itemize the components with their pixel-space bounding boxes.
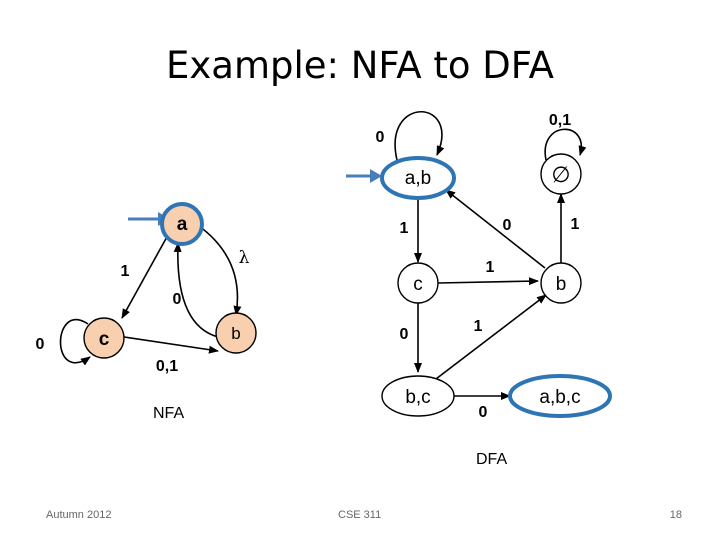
dfa-edge-b-to-ab [445, 189, 546, 269]
dfa-state-abc [508, 374, 612, 418]
dfa-diagram: a,b ∅ c b b,c a,b,c 0 0,1 1 0 1 1 0 1 0 [346, 111, 612, 421]
nfa-label-a-to-c: 1 [121, 263, 130, 280]
dfa-label-bc-to-abc: 0 [479, 404, 488, 421]
dfa-label-c-to-bc: 0 [400, 326, 409, 343]
dfa-label-empty-loop: 0,1 [549, 112, 571, 129]
footer-date: Autumn 2012 [46, 509, 112, 521]
dfa-state-ab [380, 156, 456, 200]
nfa-edge-b-to-a [173, 242, 219, 338]
nfa-edge-a-to-b [198, 225, 242, 316]
dfa-start-arrowhead [370, 169, 382, 183]
nfa-edge-a-to-c [121, 234, 169, 319]
nfa-label-c-loop: 0 [36, 336, 45, 353]
nfa-state-b [215, 312, 257, 354]
nfa-label-a-to-b: λ [239, 248, 250, 268]
nfa-state-a [160, 202, 204, 246]
nfa-caption: NFA [153, 405, 185, 422]
dfa-state-b [540, 262, 582, 304]
nfa-state-a-label: a [177, 214, 188, 235]
slide-title: Example: NFA to DFA [166, 44, 554, 87]
dfa-state-c [397, 262, 439, 304]
footer-course: CSE 311 [338, 509, 382, 521]
dfa-caption: DFA [476, 451, 508, 468]
dfa-label-b-to-ab: 0 [503, 217, 512, 234]
nfa-state-b-label: b [231, 324, 240, 343]
nfa-state-c-label: c [99, 329, 110, 350]
dfa-label-ab-to-c: 1 [400, 220, 409, 237]
dfa-edge-bc-to-b [431, 294, 547, 383]
dfa-edge-ab-loop [394, 111, 445, 161]
nfa-label-b-to-a: 0 [173, 291, 182, 308]
dfa-state-b-label: b [556, 274, 567, 295]
dfa-state-abc-label: a,b,c [539, 387, 580, 408]
nfa-label-c-to-b: 0,1 [156, 358, 178, 375]
nfa-edge-c-loop [59, 318, 91, 366]
nfa-edge-c-to-b [123, 336, 219, 354]
dfa-state-ab-label: a,b [405, 168, 431, 189]
dfa-state-bc [381, 375, 455, 417]
dfa-edge-c-to-b [437, 277, 539, 286]
dfa-state-c-label: c [413, 274, 423, 295]
dfa-label-b-to-empty: 1 [571, 216, 580, 233]
dfa-label-ab-loop: 0 [376, 129, 385, 146]
dfa-state-empty [540, 153, 582, 195]
dfa-edge-empty-loop [544, 128, 587, 161]
slide-number: 18 [669, 509, 682, 521]
dfa-state-empty-label: ∅ [551, 163, 570, 188]
dfa-label-bc-to-b: 1 [474, 318, 483, 335]
nfa-diagram: a b c 1 λ 0 0,1 0 [36, 202, 257, 375]
dfa-label-c-to-b: 1 [486, 259, 495, 276]
dfa-state-bc-label: b,c [405, 387, 430, 408]
nfa-state-c [83, 317, 125, 359]
